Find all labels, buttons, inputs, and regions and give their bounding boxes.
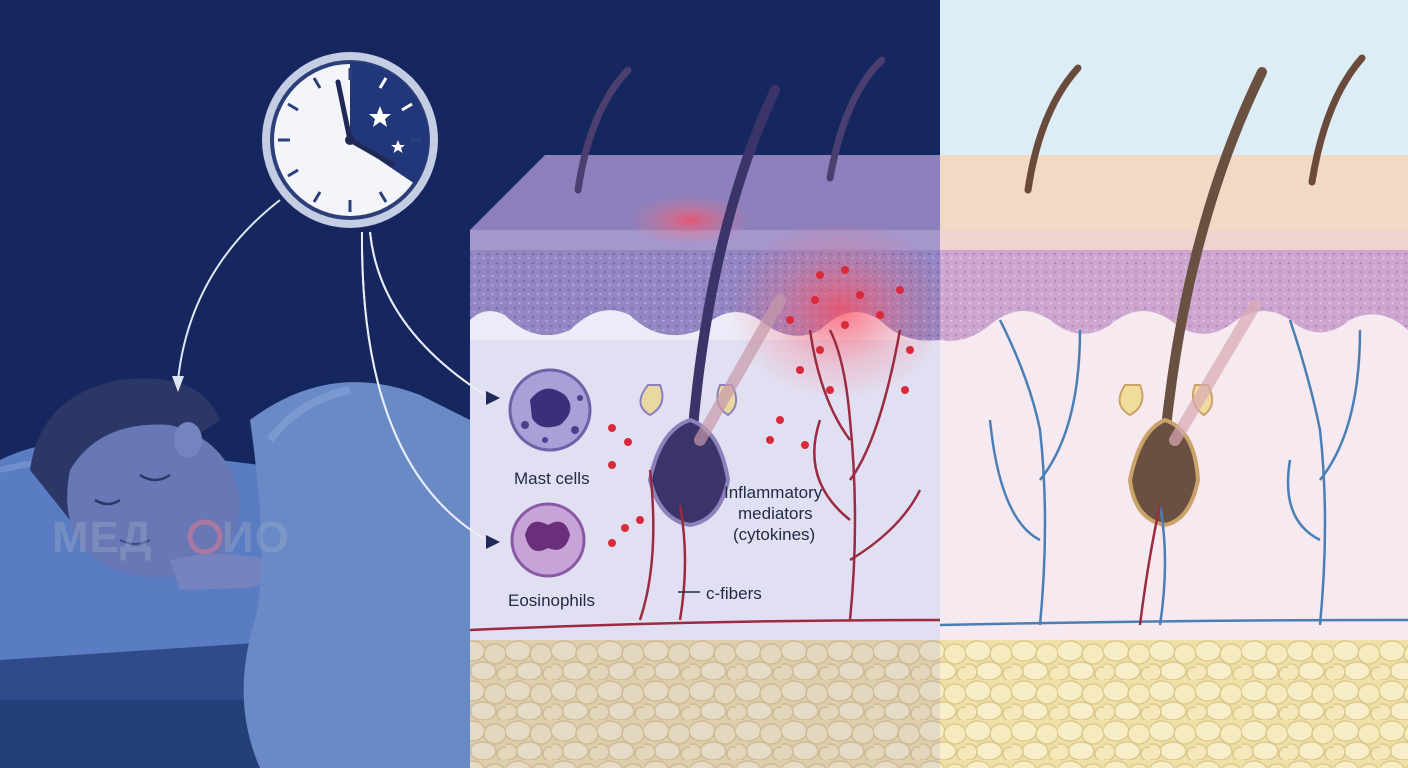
mast-cell-icon [510, 370, 590, 450]
label-inflammatory-line1: Inflammatory [724, 483, 823, 502]
label-inflammatory-line3: (cytokines) [733, 525, 815, 544]
watermark-text-part1: МЕД [52, 513, 152, 562]
label-eosinophils: Eosinophils [508, 591, 595, 610]
label-inflammatory-line2: mediators [738, 504, 813, 523]
label-c-fibers: c-fibers [706, 584, 762, 603]
eosinophil-icon [512, 504, 584, 576]
label-mast-cells: Mast cells [514, 469, 590, 488]
watermark-text-part2: ИО [222, 513, 290, 562]
night-clock-icon [262, 52, 438, 228]
